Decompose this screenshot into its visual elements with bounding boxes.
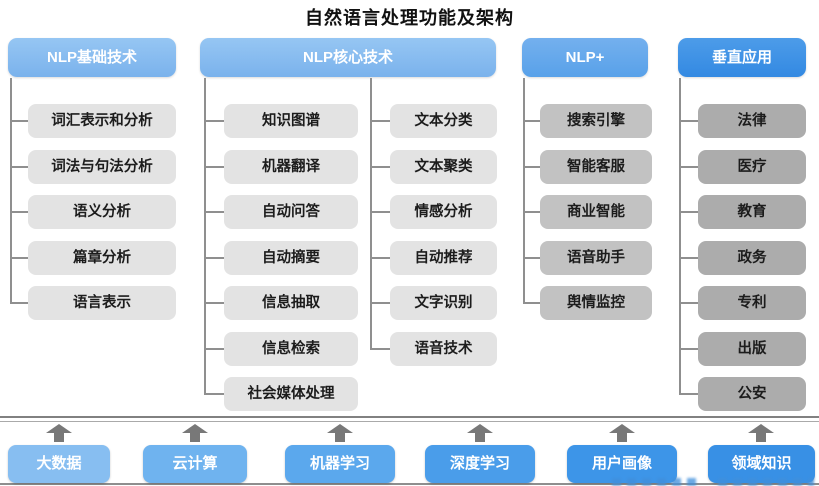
watermark-remnant bbox=[612, 478, 698, 486]
foundation-item: 深度学习 bbox=[425, 445, 535, 483]
vertical-app-item: 医疗 bbox=[679, 150, 806, 184]
foundation-item: 领域知识 bbox=[708, 445, 815, 483]
core-tech-item: 文本分类 bbox=[370, 104, 497, 138]
core-tech-item: 文本聚类 bbox=[370, 150, 497, 184]
core-tech-item: 自动问答 bbox=[204, 195, 358, 229]
nlp-plus-item: 搜索引擎 bbox=[523, 104, 652, 138]
basic-tech-item: 篇章分析 bbox=[10, 241, 176, 275]
header-nlp-plus: NLP+ bbox=[522, 38, 648, 77]
core-tech-item: 自动推荐 bbox=[370, 241, 497, 275]
vertical-app-item: 政务 bbox=[679, 241, 806, 275]
connector-line-core-left bbox=[204, 78, 206, 394]
connector-line-core-right bbox=[370, 78, 372, 349]
up-arrow-icon bbox=[748, 424, 774, 442]
core-tech-item: 社会媒体处理 bbox=[204, 377, 358, 411]
diagram-title: 自然语言处理功能及架构 bbox=[305, 8, 514, 28]
basic-tech-item: 语言表示 bbox=[10, 286, 176, 320]
core-tech-item: 自动摘要 bbox=[204, 241, 358, 275]
core-tech-item: 知识图谱 bbox=[204, 104, 358, 138]
basic-tech-item: 词法与句法分析 bbox=[10, 150, 176, 184]
core-tech-item: 文字识别 bbox=[370, 286, 497, 320]
up-arrow-icon bbox=[609, 424, 635, 442]
foundation-item: 机器学习 bbox=[285, 445, 395, 483]
core-tech-item: 情感分析 bbox=[370, 195, 497, 229]
connector-line-basic bbox=[10, 78, 12, 303]
core-tech-item: 语音技术 bbox=[370, 332, 497, 366]
header-nlp-core-tech: NLP核心技术 bbox=[200, 38, 496, 77]
watermark-remnant bbox=[718, 478, 814, 486]
basic-tech-item: 词汇表示和分析 bbox=[10, 104, 176, 138]
up-arrow-icon bbox=[182, 424, 208, 442]
foundation-item: 大数据 bbox=[8, 445, 110, 483]
separator-line-top bbox=[0, 416, 819, 422]
foundation-item: 云计算 bbox=[143, 445, 247, 483]
up-arrow-icon bbox=[327, 424, 353, 442]
vertical-app-item: 专利 bbox=[679, 286, 806, 320]
header-vertical-apps: 垂直应用 bbox=[678, 38, 806, 77]
nlp-plus-item: 智能客服 bbox=[523, 150, 652, 184]
vertical-app-item: 出版 bbox=[679, 332, 806, 366]
core-tech-item: 机器翻译 bbox=[204, 150, 358, 184]
nlp-plus-item: 商业智能 bbox=[523, 195, 652, 229]
header-nlp-basic-tech: NLP基础技术 bbox=[8, 38, 176, 77]
up-arrow-icon bbox=[46, 424, 72, 442]
basic-tech-item: 语义分析 bbox=[10, 195, 176, 229]
core-tech-item: 信息检索 bbox=[204, 332, 358, 366]
nlp-plus-item: 语音助手 bbox=[523, 241, 652, 275]
vertical-app-item: 教育 bbox=[679, 195, 806, 229]
foundation-item: 用户画像 bbox=[567, 445, 677, 483]
connector-line-vertical bbox=[679, 78, 681, 394]
vertical-app-item: 公安 bbox=[679, 377, 806, 411]
separator-line-bottom bbox=[0, 483, 819, 485]
connector-line-plus bbox=[523, 78, 525, 303]
core-tech-item: 信息抽取 bbox=[204, 286, 358, 320]
up-arrow-icon bbox=[467, 424, 493, 442]
nlp-plus-item: 舆情监控 bbox=[523, 286, 652, 320]
vertical-app-item: 法律 bbox=[679, 104, 806, 138]
